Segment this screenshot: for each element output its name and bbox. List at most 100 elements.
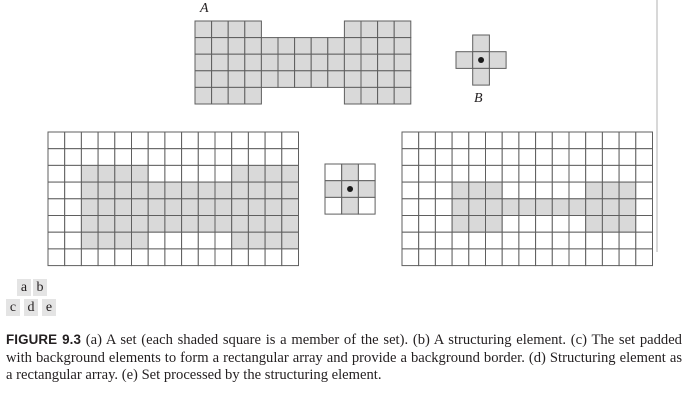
set-a-member-cell <box>294 37 312 55</box>
result-set-background-cell <box>618 148 637 166</box>
set-a-member-cell <box>194 20 213 39</box>
set-a-member-cell <box>360 70 379 88</box>
set-a-member-cell <box>244 86 262 105</box>
result-set-background-cell <box>434 248 453 267</box>
result-set-background-cell <box>618 131 637 150</box>
result-set-background-cell <box>451 248 470 267</box>
set-a-member-cell <box>227 70 246 88</box>
structuring-d-member-cell <box>341 196 359 215</box>
padded-set-background-cell <box>47 181 66 200</box>
set-a-member-cell <box>360 37 379 55</box>
set-a-member-cell <box>277 70 296 88</box>
structuring-b-member-cell <box>472 34 490 53</box>
set-a-member-cell <box>343 86 362 105</box>
padded-set-member-cell <box>197 181 216 200</box>
set-a-member-cell <box>327 53 345 72</box>
padded-set-member-cell <box>281 231 299 250</box>
padded-set-member-cell <box>214 198 233 217</box>
padded-set-member-cell <box>164 198 183 217</box>
padded-set-background-cell <box>147 248 166 267</box>
set-a-member-cell <box>227 53 246 72</box>
result-set-background-cell <box>434 198 453 217</box>
result-set-background-cell <box>401 131 420 150</box>
padded-set-member-cell <box>181 198 199 217</box>
padded-set-background-cell <box>131 148 149 166</box>
padded-set-background-cell <box>281 148 299 166</box>
set-a-member-cell <box>360 86 379 105</box>
padded-set-background-cell <box>147 164 166 183</box>
structuring-b-origin-dot <box>478 57 485 64</box>
padded-set-background-cell <box>197 131 216 150</box>
result-set-background-cell <box>601 148 620 166</box>
result-set-background-cell <box>451 131 470 150</box>
result-set-background-cell <box>485 164 503 183</box>
result-set-background-cell <box>601 231 620 250</box>
result-set-background-cell <box>568 248 587 267</box>
result-set-member-cell <box>468 215 486 233</box>
padded-set-member-cell <box>131 181 149 200</box>
structuring-d-member-cell <box>324 180 343 198</box>
padded-set-member-cell <box>247 231 266 250</box>
set-a-member-cell <box>393 86 412 105</box>
structuring-d-background-cell <box>357 163 376 182</box>
padded-set-member-cell <box>131 231 149 250</box>
padded-set-background-cell <box>231 248 249 267</box>
result-set-background-cell <box>551 164 570 183</box>
result-set-background-cell <box>535 231 553 250</box>
padded-set-background-cell <box>147 148 166 166</box>
result-set-background-cell <box>585 231 603 250</box>
result-set-background-cell <box>485 231 503 250</box>
padded-set-background-cell <box>214 231 233 250</box>
padded-set-member-cell <box>231 231 249 250</box>
padded-set-background-cell <box>164 248 183 267</box>
result-set-background-cell <box>451 231 470 250</box>
padded-set-background-cell <box>47 148 66 166</box>
result-set-background-cell <box>601 164 620 183</box>
set-a-member-cell <box>211 86 229 105</box>
result-set-background-cell <box>468 164 486 183</box>
padded-set-background-cell <box>64 164 82 183</box>
result-set-background-cell <box>401 248 420 267</box>
padded-set-background-cell <box>80 248 99 267</box>
set-a-member-cell <box>377 37 395 55</box>
result-set-background-cell <box>551 231 570 250</box>
padded-set-background-cell <box>64 215 82 233</box>
result-set-background-cell <box>501 148 520 166</box>
set-a-member-cell <box>393 53 412 72</box>
structuring-d-background-cell <box>357 196 376 215</box>
padded-set-member-cell <box>264 215 283 233</box>
padded-set-member-cell <box>147 198 166 217</box>
set-a-member-cell <box>227 37 246 55</box>
result-set-background-cell <box>418 148 436 166</box>
panel-key-e: e <box>42 299 56 316</box>
result-set-background-cell <box>518 215 537 233</box>
padded-set-member-cell <box>97 231 116 250</box>
panel-key-d: d <box>24 299 38 316</box>
padded-set-member-cell <box>181 181 199 200</box>
padded-set-background-cell <box>97 148 116 166</box>
result-set-background-cell <box>468 248 486 267</box>
result-set-background-cell <box>535 181 553 200</box>
result-set-background-cell <box>535 148 553 166</box>
padded-set-background-cell <box>47 164 66 183</box>
padded-set-background-cell <box>64 181 82 200</box>
result-set-background-cell <box>518 231 537 250</box>
padded-set-member-cell <box>231 215 249 233</box>
padded-set-member-cell <box>247 198 266 217</box>
result-set-background-cell <box>535 164 553 183</box>
result-set-background-cell <box>585 148 603 166</box>
result-set-background-cell <box>434 131 453 150</box>
result-set-background-cell <box>635 231 653 250</box>
padded-set-member-cell <box>197 215 216 233</box>
padded-set-background-cell <box>147 231 166 250</box>
figure-divider-rule <box>656 0 658 252</box>
padded-set-background-cell <box>114 131 133 150</box>
padded-set-background-cell <box>181 131 199 150</box>
padded-set-background-cell <box>264 148 283 166</box>
padded-set-member-cell <box>114 164 133 183</box>
padded-set-background-cell <box>281 248 299 267</box>
padded-set-member-cell <box>281 215 299 233</box>
set-a-member-cell <box>327 37 345 55</box>
result-set-background-cell <box>485 248 503 267</box>
result-set-background-cell <box>568 181 587 200</box>
